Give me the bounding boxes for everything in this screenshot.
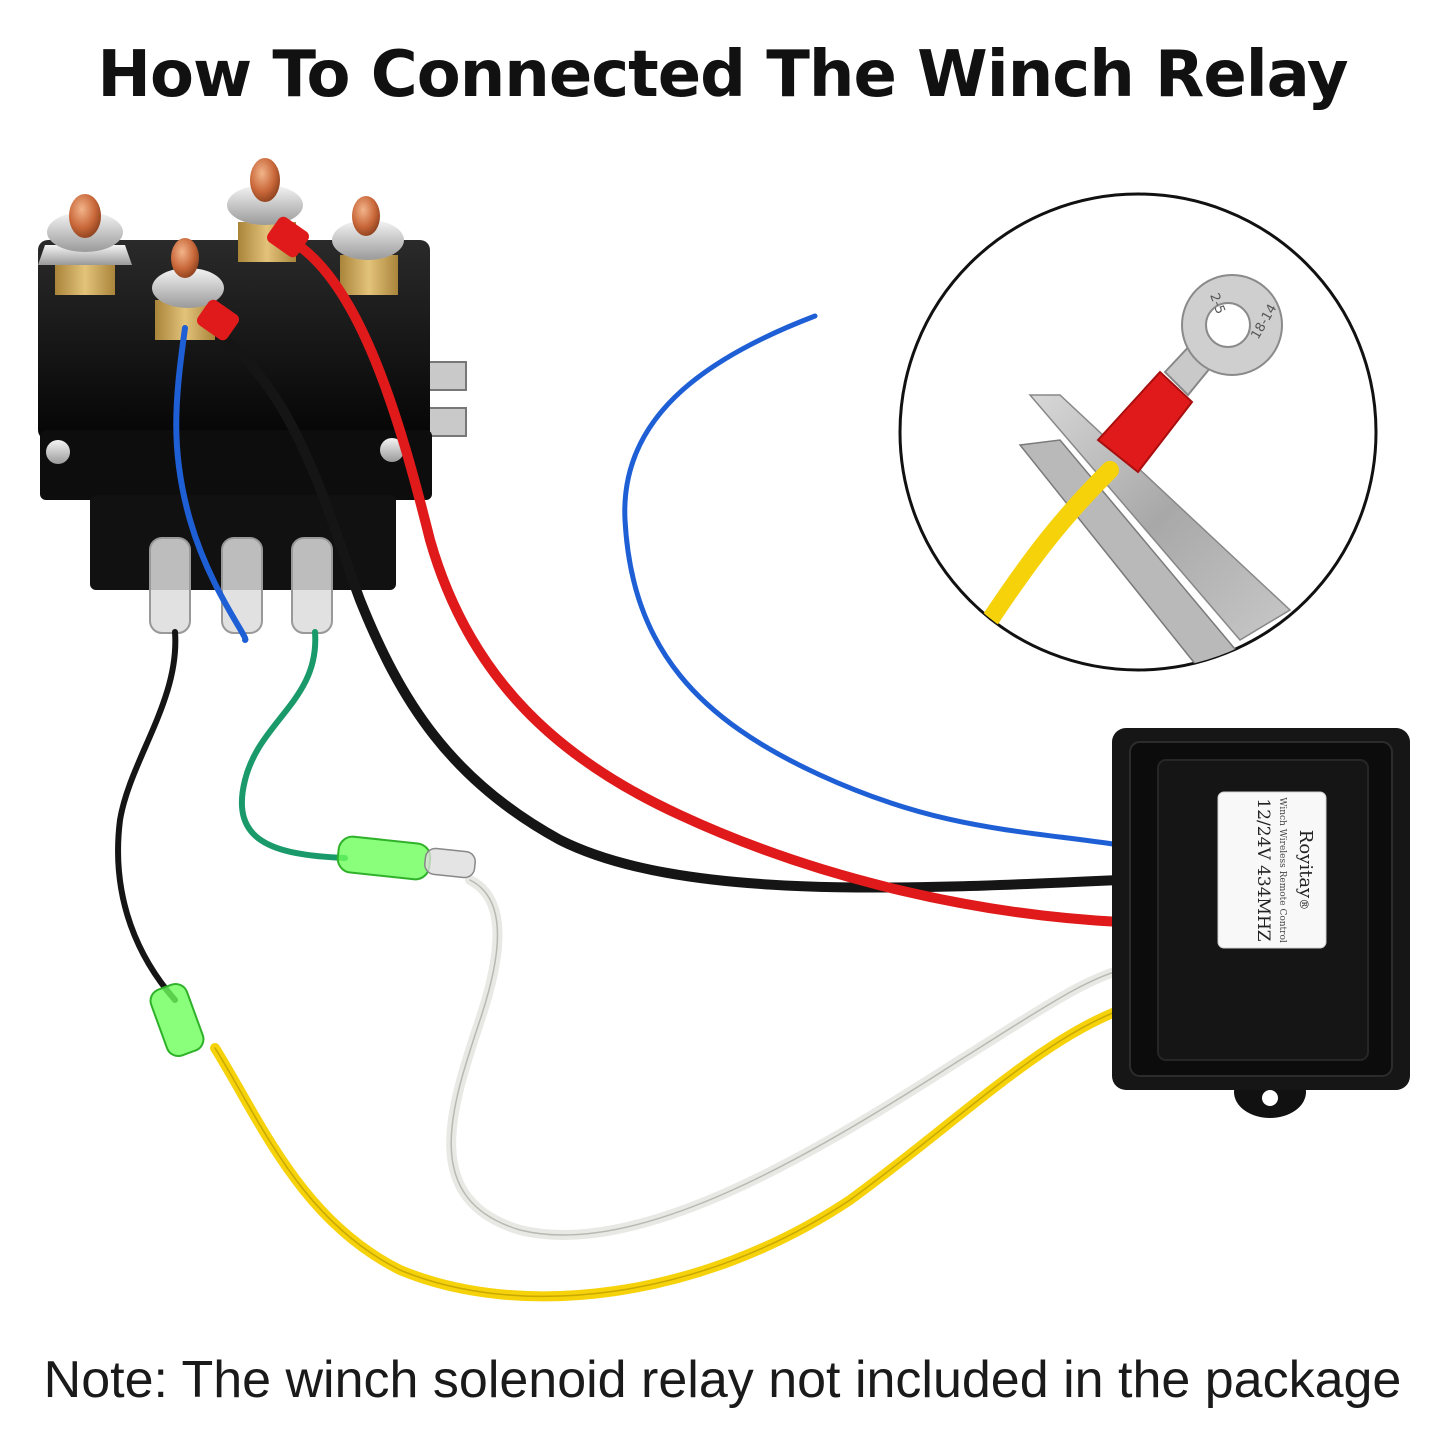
spade-connector <box>221 537 263 634</box>
red-ring-terminal <box>267 216 309 258</box>
solenoid-relay <box>38 158 467 634</box>
remote-brand: Royitay® <box>1295 830 1316 910</box>
wires <box>115 235 1140 1302</box>
wireless-remote-module: Royitay® Winch Wireless Remote Control 1… <box>1112 728 1410 1118</box>
black-wire <box>115 629 179 1003</box>
ring-size-mark: 2-5 <box>1206 291 1227 316</box>
yellow-wire <box>981 461 1119 629</box>
spade-connector <box>149 537 191 634</box>
red-wire <box>285 235 1125 927</box>
relay-terminal <box>332 196 404 295</box>
inset-crimping-detail: 2-5 18-14 <box>898 192 1378 672</box>
blue-wire <box>173 325 249 643</box>
spade-connector <box>291 537 333 634</box>
package-note: Note: The winch solenoid relay not inclu… <box>43 1351 1402 1409</box>
green-butt-connector <box>336 835 476 881</box>
relay-terminal <box>38 194 132 295</box>
relay-screw <box>380 438 404 462</box>
relay-screw <box>46 440 70 464</box>
relay-base-flange <box>40 430 432 500</box>
blue-wire <box>622 313 1123 848</box>
page-title: How To Connected The Winch Relay <box>97 38 1348 112</box>
white-wire-outline <box>450 879 1131 1236</box>
yellow-wire-outline <box>214 1004 1136 1298</box>
remote-product: Winch Wireless Remote Control <box>1277 797 1287 943</box>
red-insulated-barrel <box>1096 370 1194 474</box>
remote-spec: 12/24V 434MHZ <box>1253 798 1273 941</box>
remote-label <box>1217 791 1327 949</box>
scissor-blade <box>1028 394 1292 641</box>
red-ring-terminal <box>197 299 239 341</box>
green-wire <box>238 629 348 861</box>
relay-upper-body <box>38 240 430 440</box>
ring-terminal: 2-5 18-14 <box>1163 274 1283 397</box>
yellow-wire <box>210 1000 1140 1302</box>
green-butt-connector <box>149 982 205 1058</box>
black-wire <box>220 335 1125 893</box>
